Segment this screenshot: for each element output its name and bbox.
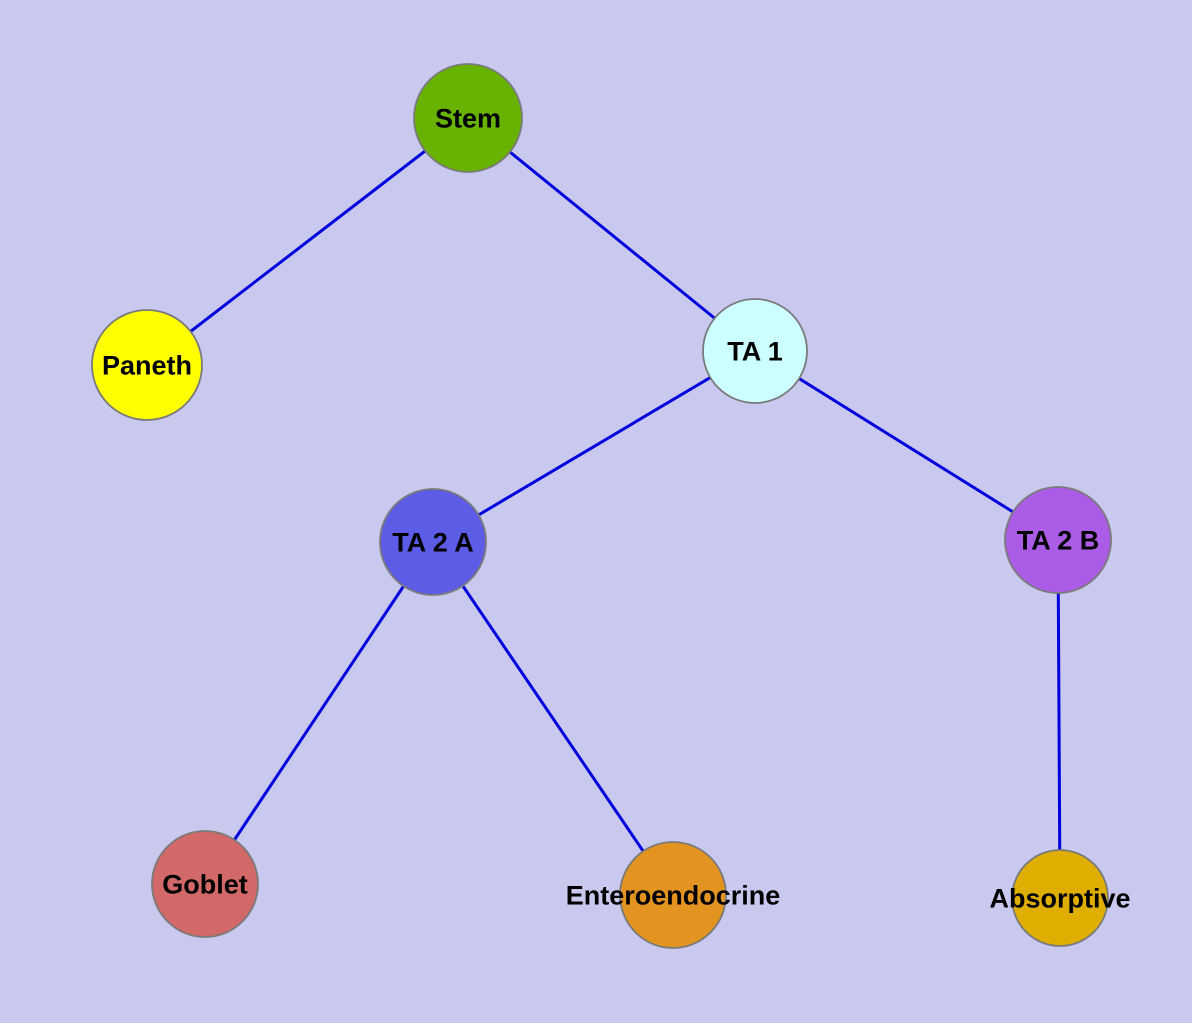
node-circle-enteroendocrine[interactable] bbox=[619, 841, 727, 949]
node-circle-stem[interactable] bbox=[413, 63, 523, 173]
node-paneth[interactable]: Paneth bbox=[91, 309, 203, 421]
edge-ta-1-to-ta-2-b bbox=[753, 349, 1060, 542]
node-circle-ta-1[interactable] bbox=[702, 298, 808, 404]
node-ta-2-b[interactable]: TA 2 B bbox=[1004, 486, 1112, 594]
edge-ta-2-b-to-absorptive bbox=[1056, 538, 1062, 900]
node-circle-goblet[interactable] bbox=[151, 830, 259, 938]
edge-ta-2-a-to-goblet bbox=[203, 540, 435, 886]
edge-ta-1-to-ta-2-a bbox=[431, 349, 757, 544]
edge-ta-2-a-to-enteroendocrine bbox=[431, 540, 675, 897]
node-goblet[interactable]: Goblet bbox=[151, 830, 259, 938]
node-ta-2-a[interactable]: TA 2 A bbox=[379, 488, 487, 596]
node-circle-ta-2-b[interactable] bbox=[1004, 486, 1112, 594]
node-stem[interactable]: Stem bbox=[413, 63, 523, 173]
node-ta-1[interactable]: TA 1 bbox=[702, 298, 808, 404]
edge-stem-to-paneth bbox=[145, 116, 470, 367]
node-circle-ta-2-a[interactable] bbox=[379, 488, 487, 596]
edge-stem-to-ta-1 bbox=[466, 116, 757, 353]
node-circle-absorptive[interactable] bbox=[1011, 849, 1109, 947]
node-circle-paneth[interactable] bbox=[91, 309, 203, 421]
